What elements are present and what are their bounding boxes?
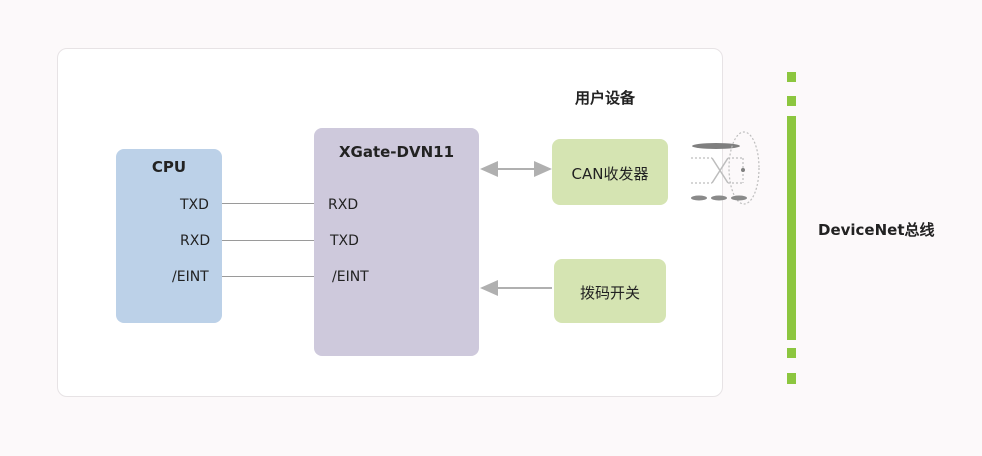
rxd-txd-connector [222, 240, 314, 241]
bus-segment-bottom-2 [787, 373, 796, 384]
xgate-pin-eint: /EINT [332, 269, 369, 285]
can-bus-connector-icon [691, 131, 760, 205]
dip-switch-label: 拨码开关 [579, 284, 640, 302]
bus-main-line [787, 116, 796, 340]
bus-segment-top-1 [787, 72, 796, 82]
xgate-pin-rxd: RXD [328, 197, 359, 213]
eint-connector [222, 276, 314, 277]
xgate-pin-txd: TXD [330, 233, 359, 249]
cpu-pin-txd: TXD [180, 197, 209, 213]
cpu-title: CPU [151, 158, 187, 176]
cpu-block [116, 149, 222, 323]
cpu-pin-rxd: RXD [180, 233, 211, 249]
user-device-title: 用户设备 [575, 89, 636, 107]
xgate-block [314, 128, 479, 356]
can-transceiver-label: CAN收发器 [571, 165, 649, 183]
cpu-pin-eint: /EINT [172, 269, 209, 285]
can-transceiver-block [552, 139, 668, 205]
xgate-title: XGate-DVN11 [338, 143, 455, 161]
devicenet-bus-label: DeviceNet总线 [818, 221, 935, 239]
bus-segment-top-2 [787, 96, 796, 106]
bus-segment-bottom-1 [787, 348, 796, 358]
dip-switch-block [554, 259, 666, 323]
txd-rxd-connector [222, 203, 314, 204]
